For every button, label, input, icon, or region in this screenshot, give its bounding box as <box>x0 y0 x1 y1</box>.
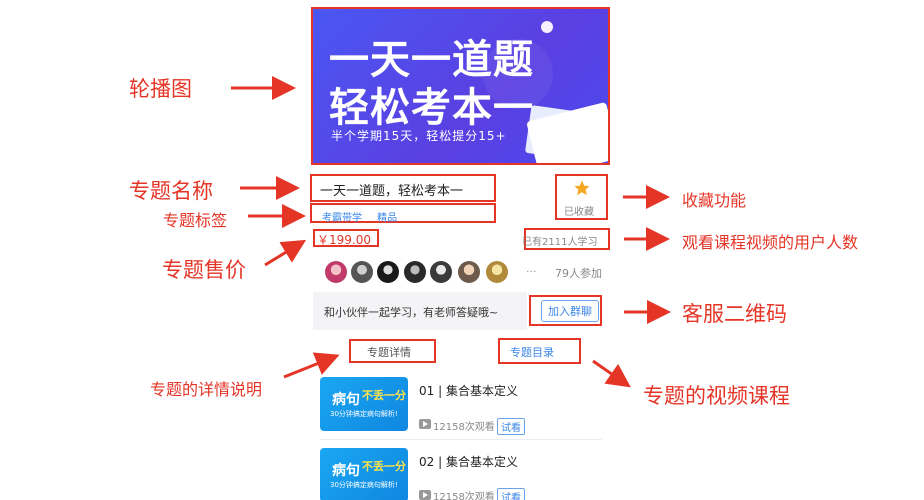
course-thumbnail[interactable]: 病句 不丢一分 30分钟搞定病句解析! <box>320 448 408 500</box>
banner-dot-decoration <box>541 21 553 33</box>
banner-title-line1: 一天一道题 <box>329 37 534 83</box>
trial-badge[interactable]: 试看 <box>497 418 525 435</box>
play-icon <box>419 490 431 500</box>
annotation-viewers: 观看课程视频的用户人数 <box>682 233 859 252</box>
carousel-banner[interactable]: 一天一道题 轻松考本一 半个学期15天，轻松提分15+ <box>311 7 610 165</box>
thumbnail-badge: 不丢一分 <box>362 389 406 402</box>
join-group-button[interactable]: 加入群聊 <box>541 300 599 322</box>
thumbnail-caption: 30分钟搞定病句解析! <box>330 410 398 418</box>
annotation-videos: 专题的视频课程 <box>643 384 790 408</box>
topic-tags: 考霸带学 精品 <box>318 206 401 225</box>
favorite-button[interactable]: 已收藏 <box>557 176 606 218</box>
group-chat-text: 和小伙伴一起学习，有老师答疑哦~ <box>324 306 499 319</box>
tab-details[interactable]: 专题详情 <box>367 346 411 359</box>
avatar <box>351 261 373 283</box>
thumbnail-word: 病句 <box>332 392 360 408</box>
thumbnail-caption: 30分钟搞定病句解析! <box>330 481 398 489</box>
topic-price: ￥199.00 <box>317 233 371 247</box>
divider <box>320 439 602 440</box>
course-title[interactable]: 02 | 集合基本定义 <box>419 455 518 469</box>
annotation-details: 专题的详情说明 <box>150 380 263 399</box>
avatar <box>458 261 480 283</box>
avatar <box>325 261 347 283</box>
star-icon <box>574 180 590 196</box>
favorite-label: 已收藏 <box>564 207 594 218</box>
tag-item: 考霸带学 <box>322 213 362 224</box>
course-views: 12158次观看 <box>433 422 495 433</box>
course-views: 12158次观看 <box>433 492 495 500</box>
annotation-favorite: 收藏功能 <box>682 191 747 210</box>
play-icon <box>419 419 431 429</box>
avatar <box>404 261 426 283</box>
catalog-tab-box <box>498 338 581 364</box>
annotation-service-qr: 客服二维码 <box>682 302 787 326</box>
annotation-carousel: 轮播图 <box>129 77 192 101</box>
banner-dot-decoration <box>483 39 553 109</box>
favorite-box <box>555 174 608 220</box>
topic-tags-box <box>310 203 496 223</box>
annotation-topic-tags: 专题标签 <box>163 211 228 230</box>
thumbnail-badge: 不丢一分 <box>362 460 406 473</box>
thumbnail-word: 病句 <box>332 463 360 479</box>
details-tab-box <box>349 339 436 363</box>
tab-catalog[interactable]: 专题目录 <box>510 346 554 359</box>
avatar <box>377 261 399 283</box>
trial-badge[interactable]: 试看 <box>497 488 525 500</box>
avatar <box>486 261 508 283</box>
banner-subtitle: 半个学期15天，轻松提分15+ <box>331 129 507 143</box>
more-participants-icon[interactable]: ··· <box>526 265 537 278</box>
topic-name: 一天一道题，轻松考本一 <box>320 184 464 199</box>
annotation-topic-name: 专题名称 <box>129 179 213 203</box>
participants-count: 79人参加 <box>555 267 602 280</box>
learners-count: 已有2111人学习 <box>522 237 598 248</box>
learners-box <box>524 228 610 250</box>
topic-price-box <box>313 229 379 247</box>
topic-name-box <box>310 174 496 202</box>
course-title[interactable]: 01 | 集合基本定义 <box>419 384 518 398</box>
avatar <box>430 261 452 283</box>
annotation-topic-price: 专题售价 <box>162 258 246 282</box>
group-chat-bar <box>313 292 527 330</box>
banner-title-line2: 轻松考本一 <box>329 85 534 131</box>
course-thumbnail[interactable]: 病句 不丢一分 30分钟搞定病句解析! <box>320 377 408 431</box>
service-qr-box <box>529 295 602 326</box>
tag-item: 精品 <box>377 213 398 224</box>
